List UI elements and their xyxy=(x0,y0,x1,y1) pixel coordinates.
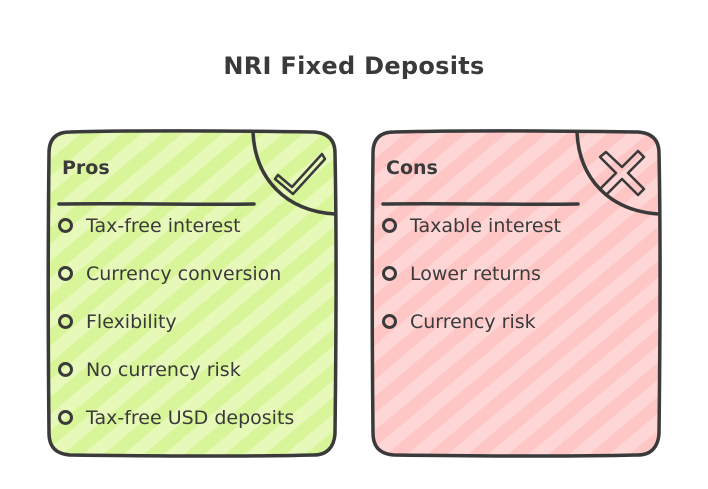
bullet-icon xyxy=(382,218,397,233)
pros-item-label: Currency conversion xyxy=(86,263,282,285)
pros-item-label: Tax-free interest xyxy=(86,215,241,237)
bullet-icon xyxy=(58,410,73,425)
list-item: Taxable interest xyxy=(382,215,561,263)
list-item: Tax-free USD deposits xyxy=(58,407,294,455)
bullet-icon xyxy=(58,218,73,233)
checkmark-icon xyxy=(273,152,327,196)
cons-card: Cons Taxable interest Lower returns Curr… xyxy=(370,129,662,458)
pros-item-label: Tax-free USD deposits xyxy=(86,407,295,429)
pros-card-background xyxy=(46,129,338,458)
cons-card-background xyxy=(370,129,662,458)
list-item: Tax-free interest xyxy=(58,215,294,263)
page-title: NRI Fixed Deposits xyxy=(223,52,485,80)
cons-item-label: Lower returns xyxy=(410,263,541,285)
cons-item-label: Taxable interest xyxy=(410,215,561,237)
bullet-icon xyxy=(58,314,73,329)
cross-icon xyxy=(598,149,646,197)
list-item: No currency risk xyxy=(58,359,294,407)
pros-card: Pros Tax-free interest Currency conversi… xyxy=(46,129,338,458)
pros-list: Tax-free interest Currency conversion Fl… xyxy=(58,215,294,455)
bullet-icon xyxy=(58,362,73,377)
cons-list: Taxable interest Lower returns Currency … xyxy=(382,215,561,359)
list-item: Lower returns xyxy=(382,263,561,311)
cons-heading: Cons xyxy=(386,157,438,179)
bullet-icon xyxy=(382,314,397,329)
list-item: Currency conversion xyxy=(58,263,294,311)
bullet-icon xyxy=(58,266,73,281)
pros-item-label: Flexibility xyxy=(86,311,177,333)
cons-item-label: Currency risk xyxy=(410,311,536,333)
list-item: Flexibility xyxy=(58,311,294,359)
list-item: Currency risk xyxy=(382,311,561,359)
pros-heading: Pros xyxy=(62,157,110,179)
pros-item-label: No currency risk xyxy=(86,359,241,381)
bullet-icon xyxy=(382,266,397,281)
